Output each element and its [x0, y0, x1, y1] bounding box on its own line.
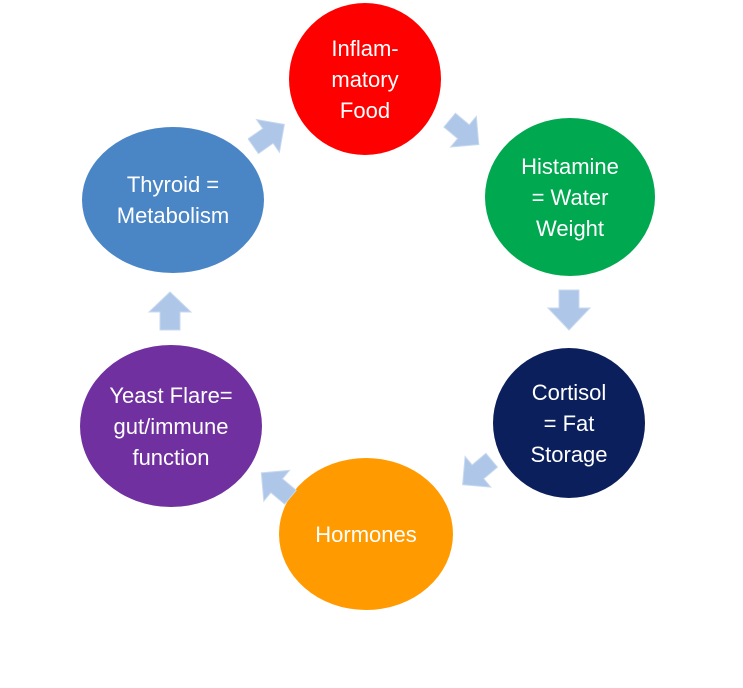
node-histamine-label: Histamine = Water Weight: [521, 153, 619, 241]
node-thyroid: Thyroid = Metabolism: [82, 127, 264, 273]
node-hormones-label: Hormones: [315, 521, 417, 547]
node-cortisol-label: Cortisol = Fat Storage: [530, 379, 608, 467]
arrow-inflammatory-to-histamine-icon: [443, 111, 487, 155]
arrow-thyroid-to-inflammatory-icon: [248, 112, 294, 158]
node-yeast-flare: Yeast Flare= gut/immune function: [80, 345, 262, 507]
node-histamine: Histamine = Water Weight: [485, 118, 655, 276]
node-yeast-flare-label: Yeast Flare= gut/immune function: [109, 382, 233, 470]
arrow-histamine-to-cortisol-icon: [546, 288, 592, 332]
arrow-yeast-to-thyroid-icon: [147, 290, 193, 332]
arrow-hormones-to-yeast-icon: [252, 460, 298, 506]
node-cortisol: Cortisol = Fat Storage: [493, 348, 645, 498]
arrow-cortisol-to-hormones-icon: [452, 450, 498, 496]
node-hormones: Hormones: [279, 458, 453, 610]
node-inflammatory-food: Inflam- matory Food: [289, 3, 441, 155]
node-thyroid-label: Thyroid = Metabolism: [116, 172, 230, 228]
node-inflammatory-food-label: Inflam- matory Food: [331, 35, 399, 123]
